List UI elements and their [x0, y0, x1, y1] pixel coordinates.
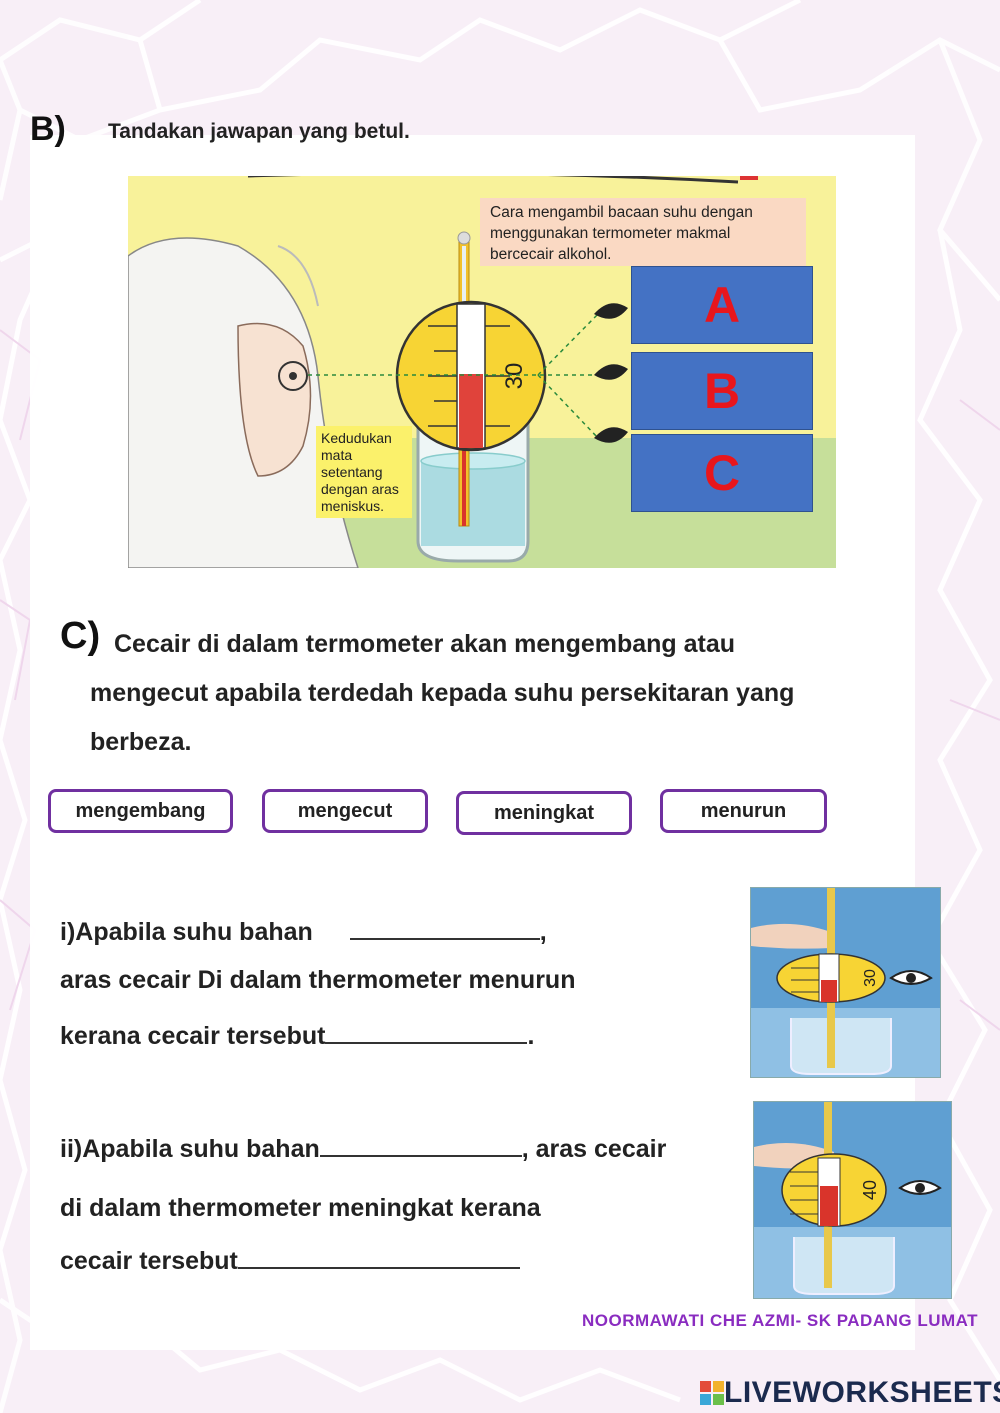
photo-1-scale-reading: 30 [862, 969, 879, 987]
liveworksheets-logo-icon [700, 1381, 724, 1405]
liveworksheets-brand: LIVEWORKSHEETS [724, 1376, 1000, 1409]
question-1-blank-2[interactable] [325, 1018, 528, 1044]
photo-2-scale-reading: 40 [860, 1180, 880, 1200]
question-1-blank-1[interactable] [349, 914, 540, 940]
question-2-blank-2[interactable] [237, 1243, 520, 1269]
thermometer-photo-1: 30 [750, 887, 941, 1078]
answer-box-a[interactable]: A [631, 266, 813, 344]
section-b-label: B) [30, 110, 66, 148]
question-2-line-2: di dalam thermometer meningkat kerana [60, 1194, 541, 1222]
answer-box-c[interactable]: C [631, 434, 813, 512]
section-c-statement: Cecair di dalam termometer akan mengemba… [90, 620, 910, 767]
question-2-line-3: cecair tersebut [60, 1243, 520, 1276]
word-chip-mengembang[interactable]: mengembang [48, 789, 233, 833]
statement-line-1: Cecair di dalam termometer akan mengemba… [114, 630, 736, 658]
magnifier-scale-reading: 30 [501, 363, 528, 390]
answer-box-b[interactable]: B [631, 352, 813, 430]
thermometer-photo-2: 40 [753, 1101, 952, 1299]
question-1-line-1: i)Apabila suhu bahan , [60, 914, 547, 947]
method-note: Cara mengambil bacaan suhu dengan menggu… [480, 198, 806, 266]
question-1-line-3: kerana cecair tersebut. [60, 1018, 534, 1051]
author-credit: NOORMAWATI CHE AZMI- SK PADANG LUMAT [582, 1311, 979, 1330]
word-chip-menurun[interactable]: menurun [660, 789, 827, 833]
word-chip-mengecut[interactable]: mengecut [262, 789, 428, 833]
question-1-line-2: aras cecair Di dalam thermometer menurun [60, 966, 576, 994]
eye-level-note: Kedudukan mata setentang dengan aras men… [316, 426, 412, 518]
statement-line-2: mengecut apabila terdedah kepada suhu pe… [90, 679, 795, 707]
question-2-line-1: ii)Apabila suhu bahan, aras cecair [60, 1131, 666, 1164]
section-c-label: C) [60, 615, 101, 657]
liveworksheets-logo: LIVEWORKSHEETS [700, 1376, 1000, 1410]
question-2-blank-1[interactable] [319, 1131, 522, 1157]
statement-line-3: berbeza. [90, 728, 192, 756]
section-b-instruction: Tandakan jawapan yang betul. [108, 120, 410, 143]
word-chip-meningkat[interactable]: meningkat [456, 791, 632, 835]
